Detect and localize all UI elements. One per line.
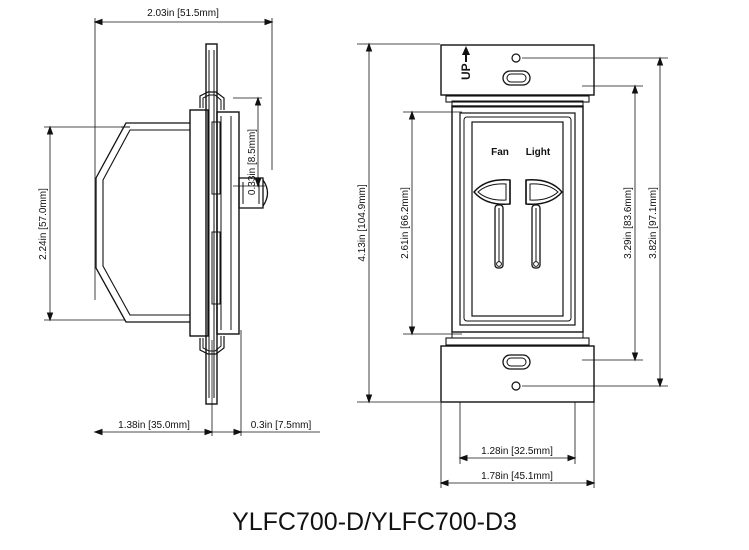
light-label: Light: [526, 147, 551, 158]
front-width-dimension: 1.78in [45.1mm]: [481, 471, 553, 482]
model-title: YLFC700-D/YLFC700-D3: [232, 508, 517, 536]
toggle-height-dimension: 0.33in [8.5mm]: [247, 129, 258, 195]
frame-height-dimension: 3.82in [97.1mm]: [648, 187, 659, 259]
fan-slider-track: [494, 204, 504, 269]
side-width-dimension: 2.03in [51.5mm]: [147, 8, 219, 19]
up-label: UP: [459, 63, 473, 80]
fan-label: Fan: [491, 147, 509, 158]
fan-slider-knob[interactable]: [473, 179, 511, 205]
up-arrow-icon: [462, 46, 470, 55]
face-height-dimension: 2.61in [66.2mm]: [400, 187, 411, 259]
side-height-dimension: 2.24in [57.0mm]: [38, 188, 49, 260]
plate-height-dimension: 3.29in [83.6mm]: [623, 187, 634, 259]
toggle-depth-dimension: 0.3in [7.5mm]: [251, 420, 312, 431]
front-view: UP Fan Light: [357, 42, 668, 488]
light-slider-knob[interactable]: [525, 179, 563, 205]
body-depth-dimension: 1.38in [35.0mm]: [118, 420, 190, 431]
side-view: 2.03in [51.5mm] 0.33in [8: [38, 8, 320, 436]
light-slider-track: [531, 204, 541, 269]
overall-height-dimension: 4.13in [104.9mm]: [357, 184, 368, 261]
face-width-dimension: 1.28in [32.5mm]: [481, 446, 553, 457]
